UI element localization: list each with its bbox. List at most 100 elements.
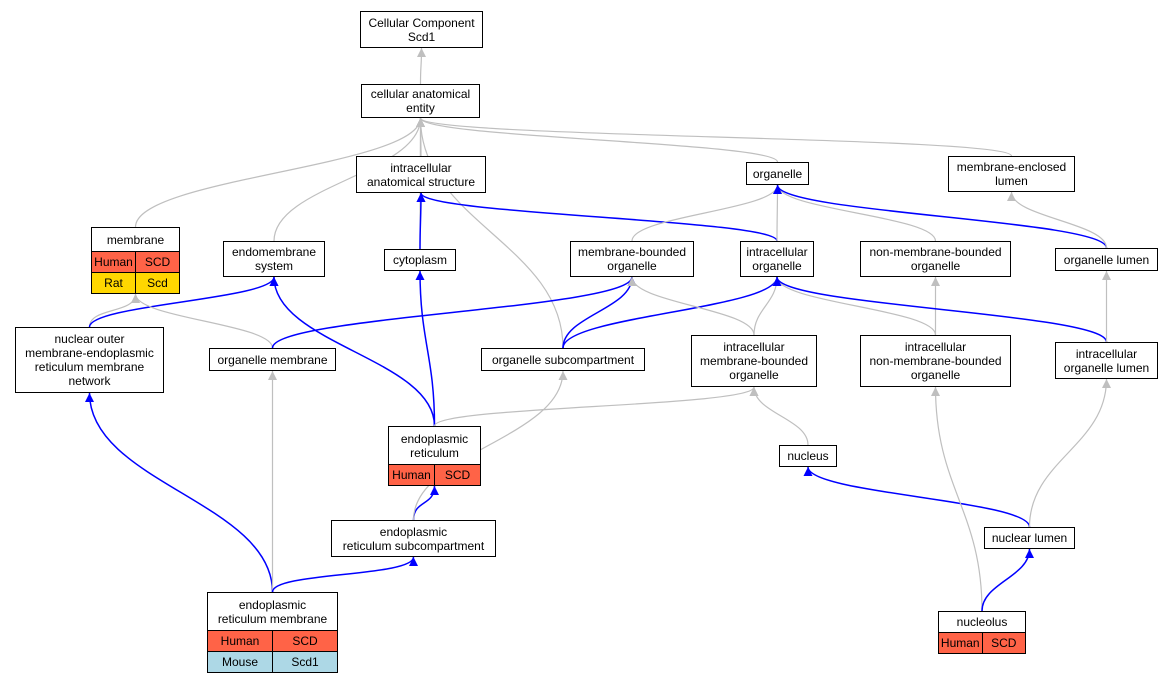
edge-inmbo-to-io bbox=[772, 276, 937, 336]
node-label: endomembrane system bbox=[231, 245, 317, 273]
node-label: intracellular membrane-bounded organelle bbox=[699, 340, 809, 382]
node-label: organelle membrane bbox=[217, 352, 328, 367]
edge-nomerm-to-endo-sys bbox=[88, 276, 279, 328]
node-io[interactable]: intracellular organelle bbox=[740, 241, 814, 277]
node-label: intracellular organelle bbox=[746, 245, 808, 273]
gene-cell: SCD bbox=[981, 633, 1026, 653]
node-organelle[interactable]: organelle bbox=[746, 162, 809, 185]
node-label: endoplasmic reticulum bbox=[400, 431, 469, 460]
node-label: non-membrane-bounded organelle bbox=[869, 245, 1002, 273]
edge-io-to-ias bbox=[416, 192, 778, 242]
node-label: organelle subcompartment bbox=[491, 352, 635, 367]
node-nomerm[interactable]: nuclear outer membrane-endoplasmic retic… bbox=[15, 327, 164, 393]
edge-osc-to-io bbox=[562, 276, 782, 349]
edge-mbo-to-organelle bbox=[631, 184, 782, 242]
edge-er-to-imbo bbox=[433, 386, 759, 427]
node-label: membrane bbox=[106, 232, 165, 247]
edge-osc-to-mbo bbox=[562, 276, 637, 349]
edge-ol-to-organelle bbox=[773, 184, 1108, 249]
node-iol[interactable]: intracellular organelle lumen bbox=[1055, 342, 1158, 379]
edge-om-to-membrane bbox=[131, 293, 274, 349]
species-cell: Human bbox=[94, 255, 133, 269]
species-cell: Human bbox=[392, 468, 431, 482]
node-label: nucleus bbox=[787, 449, 829, 463]
node-mel[interactable]: membrane-enclosed lumen bbox=[948, 156, 1075, 192]
node-cytoplasm[interactable]: cytoplasm bbox=[384, 249, 456, 271]
edge-erm-to-ersc bbox=[271, 556, 418, 593]
edge-nl-to-iol bbox=[1028, 378, 1111, 528]
node-label: intracellular non-membrane-bounded organ… bbox=[869, 340, 1002, 382]
edge-om-to-mbo bbox=[271, 276, 637, 349]
species-cell: Rat bbox=[104, 276, 123, 290]
node-root[interactable]: Cellular Component Scd1 bbox=[360, 11, 483, 48]
annotation-row: Mouse Scd1 bbox=[208, 651, 337, 672]
node-label: nucleolus bbox=[956, 615, 1008, 629]
node-imbo[interactable]: intracellular membrane-bounded organelle bbox=[691, 335, 817, 387]
annotation-row: Rat Scd bbox=[92, 272, 179, 293]
gene-cell: Scd bbox=[135, 273, 179, 293]
edge-nl-to-nucleus bbox=[803, 466, 1031, 528]
node-osc[interactable]: organelle subcompartment bbox=[481, 348, 645, 371]
node-label: cytoplasm bbox=[392, 253, 448, 267]
gene-cell: SCD bbox=[434, 465, 480, 485]
edge-nucleolus-to-inmbo bbox=[931, 386, 983, 612]
edge-nucleus-to-imbo bbox=[749, 386, 809, 446]
edge-organelle-to-cae bbox=[416, 117, 779, 163]
edge-osc-to-cae bbox=[416, 117, 564, 349]
node-nmbo[interactable]: non-membrane-bounded organelle bbox=[860, 241, 1011, 277]
edge-imbo-to-io bbox=[753, 276, 782, 336]
node-label: membrane-bounded organelle bbox=[577, 245, 687, 273]
edge-io-to-organelle bbox=[772, 184, 782, 242]
gene-cell: SCD bbox=[135, 252, 179, 272]
node-label: intracellular organelle lumen bbox=[1063, 346, 1150, 375]
node-label: organelle bbox=[752, 166, 803, 181]
node-label: cellular anatomical entity bbox=[370, 87, 471, 115]
node-label: Cellular Component Scd1 bbox=[368, 15, 475, 44]
node-label: endoplasmic reticulum subcompartment bbox=[342, 524, 485, 553]
gene-cell: SCD bbox=[272, 631, 337, 651]
node-endo-sys[interactable]: endomembrane system bbox=[223, 241, 325, 277]
edge-ol-to-mel bbox=[1007, 191, 1108, 249]
edge-ersc-to-osc bbox=[412, 370, 568, 521]
node-cae[interactable]: cellular anatomical entity bbox=[361, 84, 480, 118]
edge-mel-to-cae bbox=[416, 117, 1013, 157]
species-cell: Mouse bbox=[221, 655, 259, 669]
node-label: endoplasmic reticulum membrane bbox=[217, 597, 328, 626]
annotation-row: Human SCD bbox=[208, 630, 337, 651]
edge-iol-to-io bbox=[772, 276, 1108, 343]
edge-cae-to-root bbox=[416, 47, 426, 85]
species-cell: Human bbox=[220, 634, 260, 648]
node-nucleus[interactable]: nucleus bbox=[779, 445, 837, 467]
gene-cell: Scd1 bbox=[272, 652, 337, 672]
edge-er-to-cytoplasm bbox=[415, 270, 436, 427]
edge-nmbo-to-organelle bbox=[773, 184, 937, 242]
node-ol[interactable]: organelle lumen bbox=[1055, 248, 1158, 271]
node-label: nuclear lumen bbox=[991, 531, 1068, 545]
node-ias[interactable]: intracellular anatomical structure bbox=[356, 156, 486, 193]
species-cell: Human bbox=[940, 636, 980, 650]
node-mbo[interactable]: membrane-bounded organelle bbox=[570, 241, 694, 277]
edge-imbo-to-mbo bbox=[627, 276, 755, 336]
edge-membrane-to-cae bbox=[134, 117, 425, 228]
edge-endo-sys-to-cae bbox=[273, 117, 425, 242]
node-inmbo[interactable]: intracellular non-membrane-bounded organ… bbox=[860, 335, 1011, 387]
node-label: membrane-enclosed lumen bbox=[956, 160, 1067, 188]
node-label: nuclear outer membrane-endoplasmic retic… bbox=[25, 332, 154, 388]
node-label: organelle lumen bbox=[1063, 252, 1150, 267]
node-ersc[interactable]: endoplasmic reticulum subcompartment bbox=[331, 520, 496, 557]
node-nl[interactable]: nuclear lumen bbox=[984, 527, 1075, 549]
node-om[interactable]: organelle membrane bbox=[209, 348, 336, 371]
edge-nucleolus-to-nl bbox=[981, 548, 1034, 612]
node-label: intracellular anatomical structure bbox=[366, 160, 476, 189]
edge-er-to-endo-sys bbox=[269, 276, 436, 427]
edge-erm-to-nomerm bbox=[85, 392, 274, 593]
